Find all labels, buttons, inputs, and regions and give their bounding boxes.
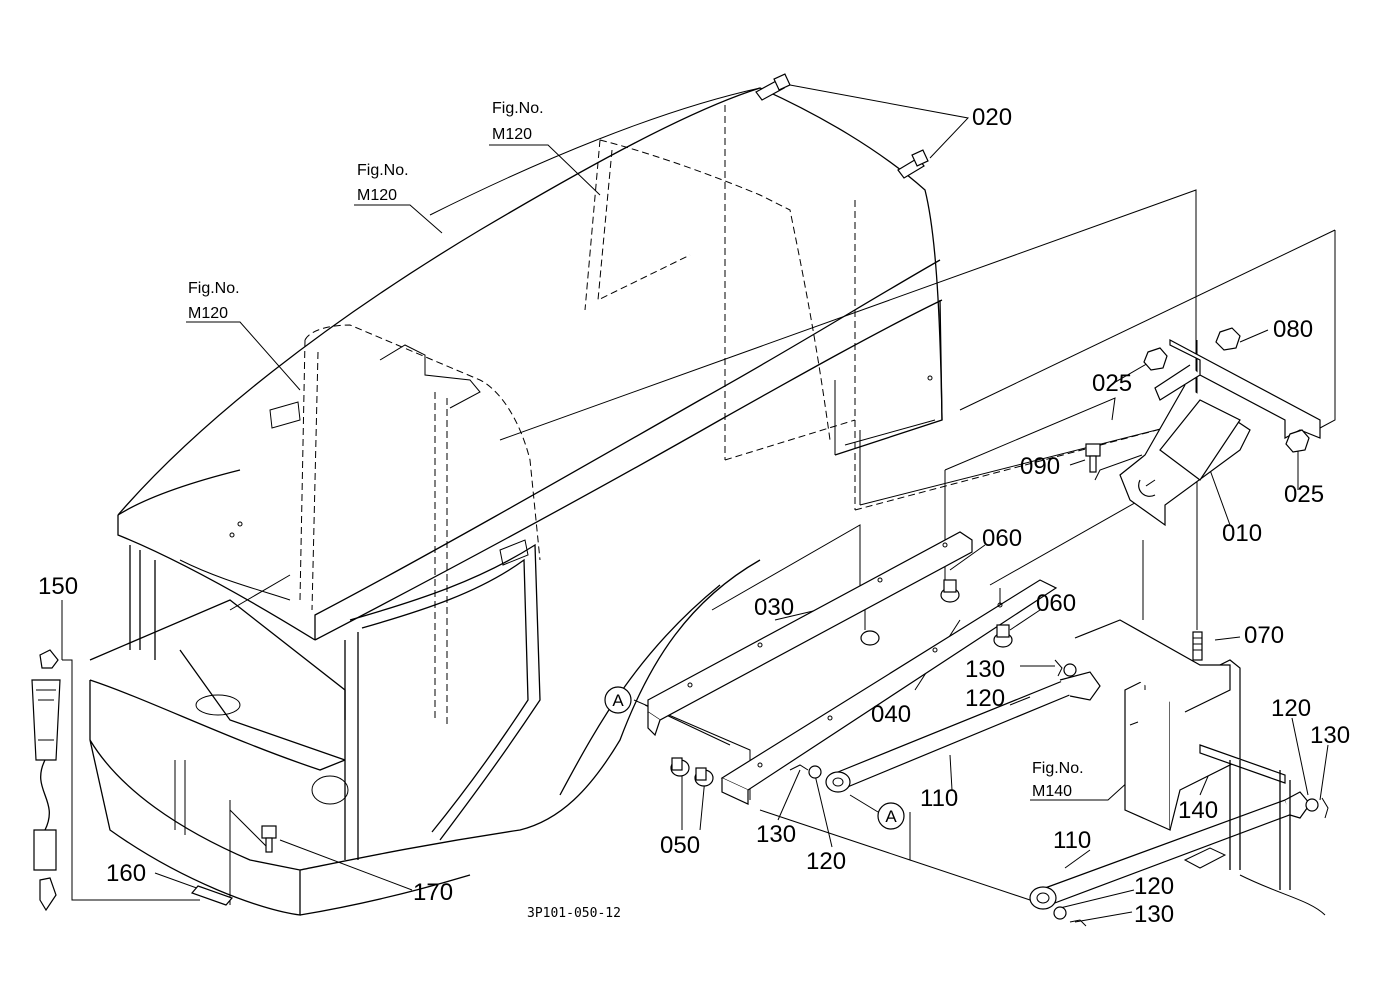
nut-025-right — [1285, 429, 1310, 453]
washer-120-right — [1305, 798, 1319, 812]
label-060-upper: 060 — [982, 525, 1022, 552]
label-120-upper: 120 — [965, 685, 1005, 712]
label-120-lower: 120 — [1134, 873, 1174, 900]
bushing-050-left — [670, 757, 690, 777]
label-120-right: 120 — [1271, 695, 1311, 722]
label-090: 090 — [1020, 453, 1060, 480]
rail-040 — [720, 579, 1058, 805]
pillar-block-m140 — [1074, 619, 1241, 831]
label-170: 170 — [413, 879, 453, 906]
nut-060-rail — [860, 630, 880, 646]
mount-bracket-010 — [1119, 339, 1321, 527]
nut-060-upper — [940, 579, 960, 603]
svg-text:Fig.No.: Fig.No. — [188, 280, 240, 297]
cab-drawing — [89, 87, 1196, 916]
bolt-020-lower — [897, 149, 929, 179]
svg-text:A: A — [885, 807, 897, 826]
label-080: 080 — [1273, 316, 1313, 343]
strut-110-upper — [825, 671, 1101, 793]
label-140: 140 — [1178, 797, 1218, 824]
callout-marker-a-right: A — [877, 802, 905, 830]
pin-130-upper — [1054, 659, 1063, 677]
svg-text:A: A — [612, 691, 624, 710]
figure-code: 3P101-050-12 — [527, 906, 621, 921]
nut-060-lower — [993, 624, 1013, 648]
hinge-rod-140 — [1183, 744, 1326, 916]
fig-ref-m140: Fig.No. M140 — [1032, 760, 1084, 800]
label-030: 030 — [754, 594, 794, 621]
label-150: 150 — [38, 573, 78, 600]
label-130-mid: 130 — [756, 821, 796, 848]
svg-text:M120: M120 — [492, 126, 532, 143]
svg-text:Fig.No.: Fig.No. — [1032, 760, 1084, 777]
label-110-upper: 110 — [920, 785, 958, 812]
bolt-020-upper — [755, 73, 791, 101]
svg-text:M120: M120 — [357, 187, 397, 204]
pin-130-mid — [789, 764, 809, 771]
label-025-right: 025 — [1284, 481, 1324, 508]
label-040: 040 — [871, 701, 911, 728]
rail-030 — [647, 531, 973, 737]
label-050: 050 — [660, 832, 700, 859]
washer-120-upper — [1063, 663, 1077, 677]
label-060-lower: 060 — [1036, 590, 1076, 617]
svg-text:Fig.No.: Fig.No. — [492, 100, 544, 117]
label-120-mid: 120 — [806, 848, 846, 875]
leader-lines — [61, 84, 1336, 923]
pin-130-right — [1321, 797, 1329, 819]
label-070: 070 — [1244, 622, 1284, 649]
washer-120-lower — [1053, 906, 1067, 920]
bolt-170 — [261, 825, 277, 853]
label-130-lower: 130 — [1134, 901, 1174, 928]
plate-160 — [190, 885, 234, 906]
fig-ref-m120-left: Fig.No. M120 — [188, 280, 240, 322]
bushing-050-right — [694, 767, 714, 787]
part-labels: 020 080 025 025 090 010 060 060 030 070 … — [38, 104, 1350, 928]
tether-150 — [31, 649, 61, 912]
fig-ref-m120-top: Fig.No. M120 — [492, 100, 544, 143]
label-025-left: 025 — [1092, 370, 1132, 397]
svg-text:Fig.No.: Fig.No. — [357, 162, 409, 179]
callout-marker-a-left: A — [604, 686, 632, 714]
label-010: 010 — [1222, 520, 1262, 547]
pin-130-lower — [1069, 919, 1087, 927]
stud-070 — [1192, 631, 1203, 661]
label-020: 020 — [972, 104, 1012, 131]
label-110-lower: 110 — [1053, 827, 1091, 854]
washer-120-mid — [808, 765, 822, 779]
svg-text:M140: M140 — [1032, 783, 1072, 800]
fig-ref-m120-mid: Fig.No. M120 — [357, 162, 409, 204]
nut-080 — [1215, 327, 1241, 351]
nut-025-left — [1143, 347, 1168, 371]
svg-text:M120: M120 — [188, 305, 228, 322]
label-130-upper: 130 — [965, 656, 1005, 683]
parts — [31, 73, 1329, 927]
label-160: 160 — [106, 860, 146, 887]
label-130-right: 130 — [1310, 722, 1350, 749]
bolt-090 — [1085, 443, 1101, 473]
